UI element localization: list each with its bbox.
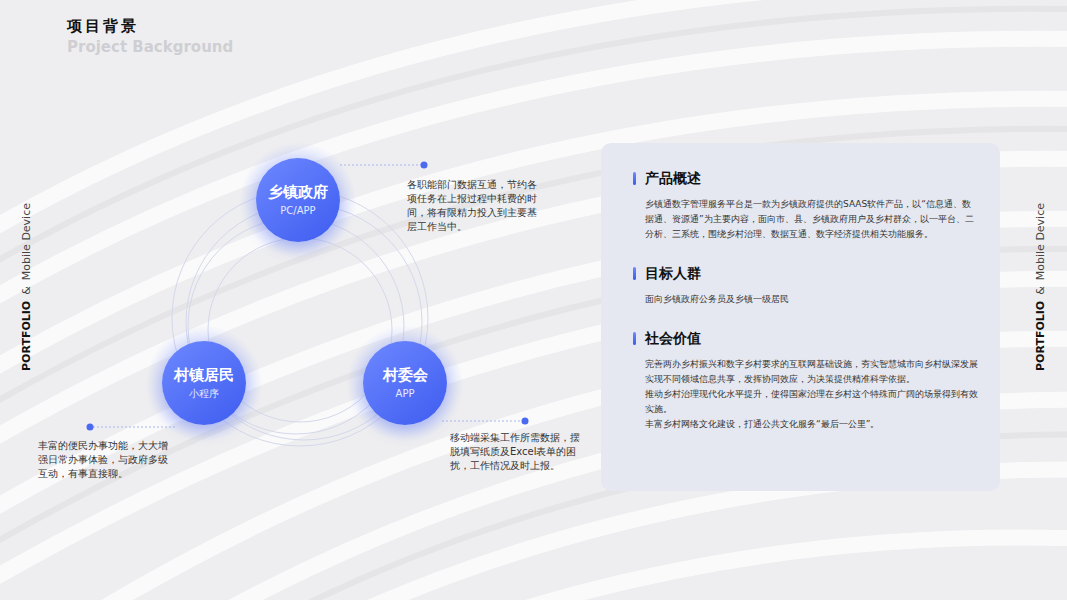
section-body: 推动乡村治理现代化水平提升，使得国家治理在乡村这个特殊而广阔的场景得到有效实施。 [645, 387, 978, 417]
circle-title: 村委会 [383, 366, 428, 385]
description-text: 丰富的便民办事功能，大大增强日常办事体验，与政府多级互动，有事直接聊。 [38, 439, 176, 481]
stripe-shadow-group [0, 9, 1067, 600]
section-heading-row: 目标人群 [645, 264, 978, 283]
stripe [380, 538, 1067, 600]
platform-circle: 村委会 APP [363, 341, 447, 425]
section-body: 完善两办乡村振兴和数字乡村要求的互联网基础设施，夯实智慧城市向乡村纵深发展实现不… [645, 357, 978, 387]
side-caption-strong: PORTFOLIO [20, 301, 33, 371]
side-caption-strong: PORTFOLIO [1034, 301, 1047, 371]
platform-circle: 村镇居民小程序 [162, 341, 246, 425]
leader-line [340, 165, 421, 166]
leader-dot [87, 424, 94, 431]
section-body: 乡镇通数字管理服务平台是一款为乡镇政府提供的SAAS软件产品，以“信息通、数据通… [645, 197, 978, 242]
info-panel: 产品概述乡镇通数字管理服务平台是一款为乡镇政府提供的SAAS软件产品，以“信息通… [601, 143, 1000, 491]
node-glow [240, 142, 356, 258]
section-heading-row: 社会价值 [645, 329, 978, 348]
accent-bar [633, 332, 636, 345]
leader-line [442, 421, 522, 422]
section-heading-row: 产品概述 [645, 169, 978, 188]
circle-title: 乡镇政府 [268, 183, 328, 202]
section-heading: 目标人群 [645, 264, 978, 283]
leader-line [93, 427, 176, 428]
section-body: 面向乡镇政府公务员及乡镇一级居民 [645, 292, 978, 307]
side-caption: PORTFOLIO & Mobile Device [17, 177, 33, 397]
leader-dot [522, 418, 529, 425]
slide-subtitle: Project Background [67, 38, 233, 56]
side-caption: PORTFOLIO & Mobile Device [1031, 177, 1047, 397]
slide-title: 项目背景 [67, 17, 139, 36]
side-caption-text: Mobile Device [1034, 203, 1047, 280]
description-text: 移动端采集工作所需数据，摆脱填写纸质及Excel表单的困扰，工作情况及时上报。 [450, 431, 584, 473]
circle-subtitle: PC/APP [280, 204, 315, 218]
accent-bar [633, 267, 636, 280]
section-body: 丰富乡村网络文化建设，打通公共文化服务“最后一公里”。 [645, 417, 978, 432]
leader-dot [421, 162, 428, 169]
side-caption-text: & [20, 286, 33, 295]
description-text: 各职能部门数据互通，节约各项任务在上报过程中耗费的时间，将有限精力投入到主要基层… [407, 178, 541, 234]
section-heading: 产品概述 [645, 169, 978, 188]
platform-circle: 乡镇政府 PC/APP [256, 158, 340, 242]
node-glow [347, 325, 463, 441]
circle-title: 村镇居民 [174, 366, 234, 385]
accent-bar [633, 172, 636, 185]
side-caption-text: & [1034, 286, 1047, 295]
circle-subtitle: 小程序 [189, 387, 219, 401]
circle-subtitle: APP [396, 387, 415, 401]
side-caption-text: Mobile Device [20, 203, 33, 280]
section-heading: 社会价值 [645, 329, 978, 348]
node-glow [146, 325, 262, 441]
